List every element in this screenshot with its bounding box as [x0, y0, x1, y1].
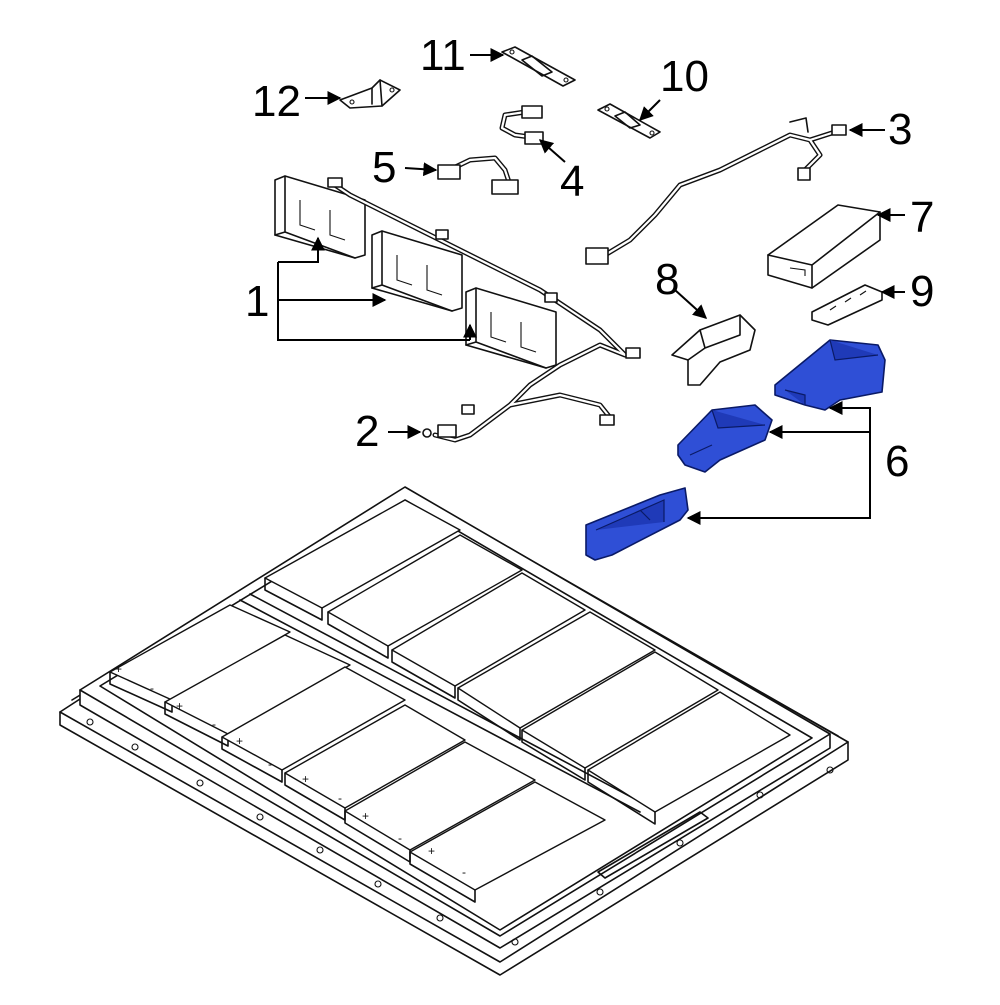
module-cover-2 — [371, 230, 463, 312]
svg-text:+: + — [362, 809, 369, 823]
battery-tray — [59, 486, 849, 976]
callout-7: 7 — [910, 193, 935, 242]
callout-9: 9 — [910, 267, 935, 316]
svg-text:+: + — [428, 844, 435, 858]
callout-1: 1 — [245, 277, 270, 326]
bracket-12 — [339, 79, 401, 109]
highlighted-part-6c — [585, 487, 689, 561]
callout-4: 4 — [560, 157, 585, 206]
leader-lines — [277, 48, 905, 525]
svg-text:-: - — [398, 831, 402, 845]
cover-7 — [767, 204, 881, 289]
callout-12: 12 — [252, 77, 301, 126]
svg-text:-: - — [268, 757, 272, 771]
module-cover-3 — [465, 287, 557, 369]
callout-2: 2 — [355, 407, 380, 456]
svg-text:+: + — [236, 734, 243, 748]
bracket-10 — [597, 103, 661, 139]
battery-cells-left-row — [109, 604, 606, 903]
battery-cells-right-row — [264, 499, 791, 825]
callout-11: 11 — [420, 31, 466, 80]
svg-text:-: - — [462, 865, 466, 879]
svg-text:-: - — [212, 717, 216, 731]
bracket-8 — [671, 314, 756, 386]
callout-3: 3 — [888, 105, 913, 154]
module-cover-1 — [274, 175, 366, 259]
wiring-harness-3 — [585, 117, 847, 265]
svg-text:+: + — [302, 772, 309, 786]
callout-6: 6 — [885, 437, 910, 486]
svg-text:-: - — [338, 791, 342, 805]
highlighted-part-6a — [774, 339, 886, 411]
svg-text:+: + — [176, 699, 183, 713]
bracket-11 — [501, 46, 576, 87]
wiring-harness-main — [327, 177, 641, 443]
wiring-harness-4 — [499, 105, 544, 145]
cell-polarity-marks: + - + - + - + - + - + - — [115, 662, 466, 879]
svg-text:-: - — [150, 681, 154, 695]
callout-10: 10 — [660, 52, 709, 101]
callout-5: 5 — [372, 143, 397, 192]
highlighted-part-6b — [677, 404, 773, 473]
bracket-9 — [811, 284, 883, 326]
wiring-harness-5 — [437, 155, 519, 195]
svg-text:+: + — [115, 662, 122, 676]
callout-8: 8 — [655, 255, 680, 304]
